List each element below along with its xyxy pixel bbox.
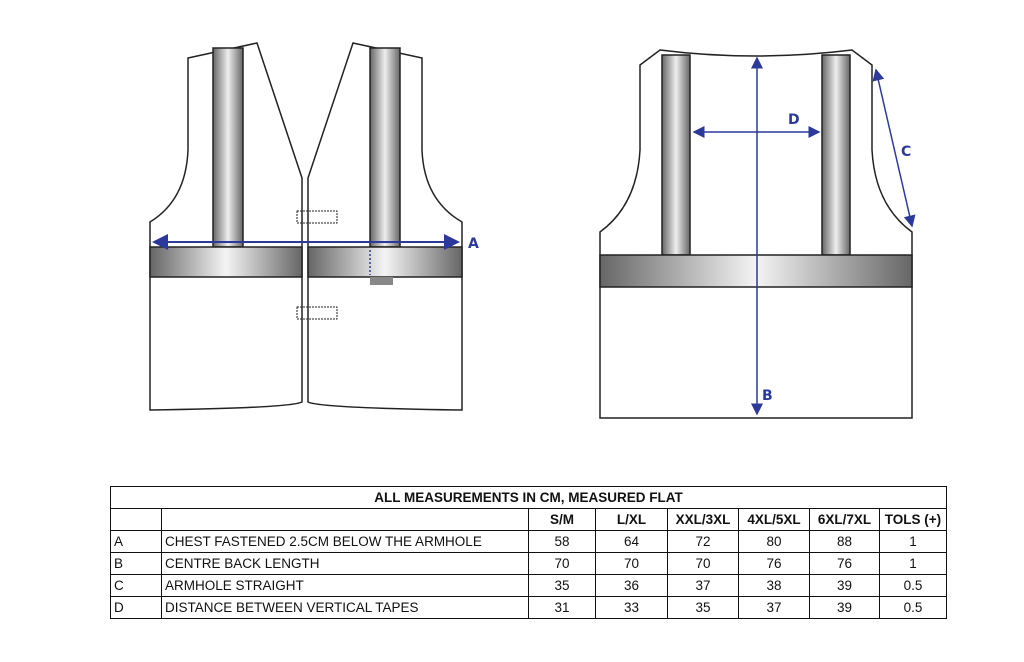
front-vest: [149, 42, 463, 411]
back-band: [599, 254, 913, 288]
label-a: A: [468, 236, 479, 252]
col-header: S/M: [528, 508, 596, 531]
back-left-vertical-tape: [661, 54, 691, 256]
col-header: TOLS (+): [879, 508, 947, 531]
front-right-band: [307, 246, 463, 278]
col-header: XXL/3XL: [667, 508, 739, 531]
vest-diagrams: A B D C: [149, 42, 916, 419]
back-vest: [599, 49, 913, 419]
col-header: 6XL/7XL: [809, 508, 880, 531]
front-left-vertical-tape: [212, 47, 244, 248]
front-left-band: [149, 246, 303, 278]
label-b: B: [762, 388, 773, 404]
col-header: L/XL: [595, 508, 668, 531]
label-c: C: [901, 144, 911, 160]
label-d: D: [788, 112, 800, 128]
measurements-table: ALL MEASUREMENTS IN CM, MEASURED FLAT S/…: [110, 486, 947, 619]
col-header: 4XL/5XL: [738, 508, 810, 531]
header-row: S/M L/XL XXL/3XL 4XL/5XL 6XL/7XL TOLS (+…: [110, 508, 947, 531]
front-right-vertical-tape: [369, 47, 401, 248]
table-title: ALL MEASUREMENTS IN CM, MEASURED FLAT: [110, 486, 947, 509]
measure-arrow-c: [872, 68, 916, 228]
back-right-vertical-tape: [821, 54, 851, 256]
